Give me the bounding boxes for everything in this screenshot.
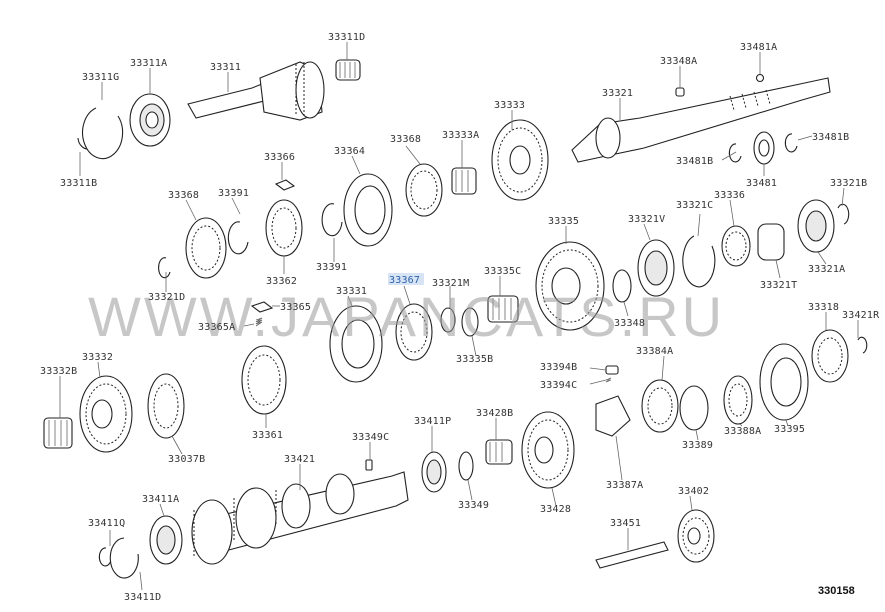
label-33428[interactable]: 33428 <box>540 504 571 515</box>
mid-right-row <box>329 199 850 383</box>
label-33321A[interactable]: 33321A <box>808 264 845 275</box>
label-33421[interactable]: 33421 <box>284 454 315 465</box>
label-33481A[interactable]: 33481A <box>740 42 777 53</box>
label-33411A[interactable]: 33411A <box>142 494 179 505</box>
label-33335C[interactable]: 33335C <box>484 266 521 277</box>
leader-lines <box>59 42 859 591</box>
figure-number: 330158 <box>818 585 855 597</box>
label-33335B[interactable]: 33335B <box>456 354 493 365</box>
label-33391-lower[interactable]: 33391 <box>316 262 347 273</box>
label-33451[interactable]: 33451 <box>610 518 641 529</box>
label-33321B[interactable]: 33321B <box>830 178 867 189</box>
label-33361[interactable]: 33361 <box>252 430 283 441</box>
label-33311[interactable]: 33311 <box>210 62 241 73</box>
label-33411D[interactable]: 33411D <box>124 592 161 603</box>
input-shaft-assembly <box>77 59 361 160</box>
label-33365A[interactable]: 33365A <box>198 322 235 333</box>
label-33384A[interactable]: 33384A <box>636 346 673 357</box>
label-33395[interactable]: 33395 <box>774 424 805 435</box>
label-33348A[interactable]: 33348A <box>660 56 697 67</box>
label-33368-upper[interactable]: 33368 <box>390 134 421 145</box>
label-33333A[interactable]: 33333A <box>442 130 479 141</box>
label-33411P[interactable]: 33411P <box>414 416 451 427</box>
label-33321M[interactable]: 33321M <box>432 278 469 289</box>
selected-label-highlight <box>388 273 424 285</box>
counter-shaft-assembly <box>98 411 715 579</box>
label-33368-lower[interactable]: 33368 <box>168 190 199 201</box>
label-33348[interactable]: 33348 <box>614 318 645 329</box>
label-33481[interactable]: 33481 <box>746 178 777 189</box>
label-33321V[interactable]: 33321V <box>628 214 665 225</box>
label-33364[interactable]: 33364 <box>334 146 365 157</box>
label-33481B-left[interactable]: 33481B <box>676 156 713 167</box>
left-mid-row <box>43 301 287 453</box>
label-33402[interactable]: 33402 <box>678 486 709 497</box>
label-33391-upper[interactable]: 33391 <box>218 188 249 199</box>
label-33394B[interactable]: 33394B <box>540 362 577 373</box>
label-33388A[interactable]: 33388A <box>724 426 761 437</box>
output-shaft-assembly <box>571 73 831 165</box>
label-33349C[interactable]: 33349C <box>352 432 389 443</box>
label-33428B[interactable]: 33428B <box>476 408 513 419</box>
label-33311G[interactable]: 33311G <box>82 72 119 83</box>
label-33311A[interactable]: 33311A <box>130 58 167 69</box>
label-33332B[interactable]: 33332B <box>40 366 77 377</box>
label-33367[interactable]: 33367 <box>389 275 420 286</box>
label-33037B[interactable]: 33037B <box>168 454 205 465</box>
right-lower-row <box>595 329 868 437</box>
label-33394C[interactable]: 33394C <box>540 380 577 391</box>
label-33362[interactable]: 33362 <box>266 276 297 287</box>
label-33421R[interactable]: 33421R <box>842 310 880 321</box>
label-33481B-right[interactable]: 33481B <box>812 132 849 143</box>
label-33336[interactable]: 33336 <box>714 190 745 201</box>
label-33321T[interactable]: 33321T <box>760 280 797 291</box>
part-labels: 33311D 33311A 33311G 33311 33311B 33348A… <box>40 32 880 603</box>
label-33321[interactable]: 33321 <box>602 88 633 99</box>
label-33349[interactable]: 33349 <box>458 500 489 511</box>
label-33387A[interactable]: 33387A <box>606 480 643 491</box>
label-33321C[interactable]: 33321C <box>676 200 713 211</box>
label-33318[interactable]: 33318 <box>808 302 839 313</box>
label-33311B[interactable]: 33311B <box>60 178 97 189</box>
label-33335[interactable]: 33335 <box>548 216 579 227</box>
label-33332[interactable]: 33332 <box>82 352 113 363</box>
label-33331[interactable]: 33331 <box>336 286 367 297</box>
upper-gear-row <box>158 119 549 279</box>
label-33389[interactable]: 33389 <box>682 440 713 451</box>
label-33321D[interactable]: 33321D <box>148 292 185 303</box>
watermark-text: WWW.JAPANCATS.RU <box>88 285 725 348</box>
label-33365[interactable]: 33365 <box>280 302 311 313</box>
label-33333[interactable]: 33333 <box>494 100 525 111</box>
label-33366[interactable]: 33366 <box>264 152 295 163</box>
label-33311D[interactable]: 33311D <box>328 32 365 43</box>
label-33411Q[interactable]: 33411Q <box>88 518 125 529</box>
